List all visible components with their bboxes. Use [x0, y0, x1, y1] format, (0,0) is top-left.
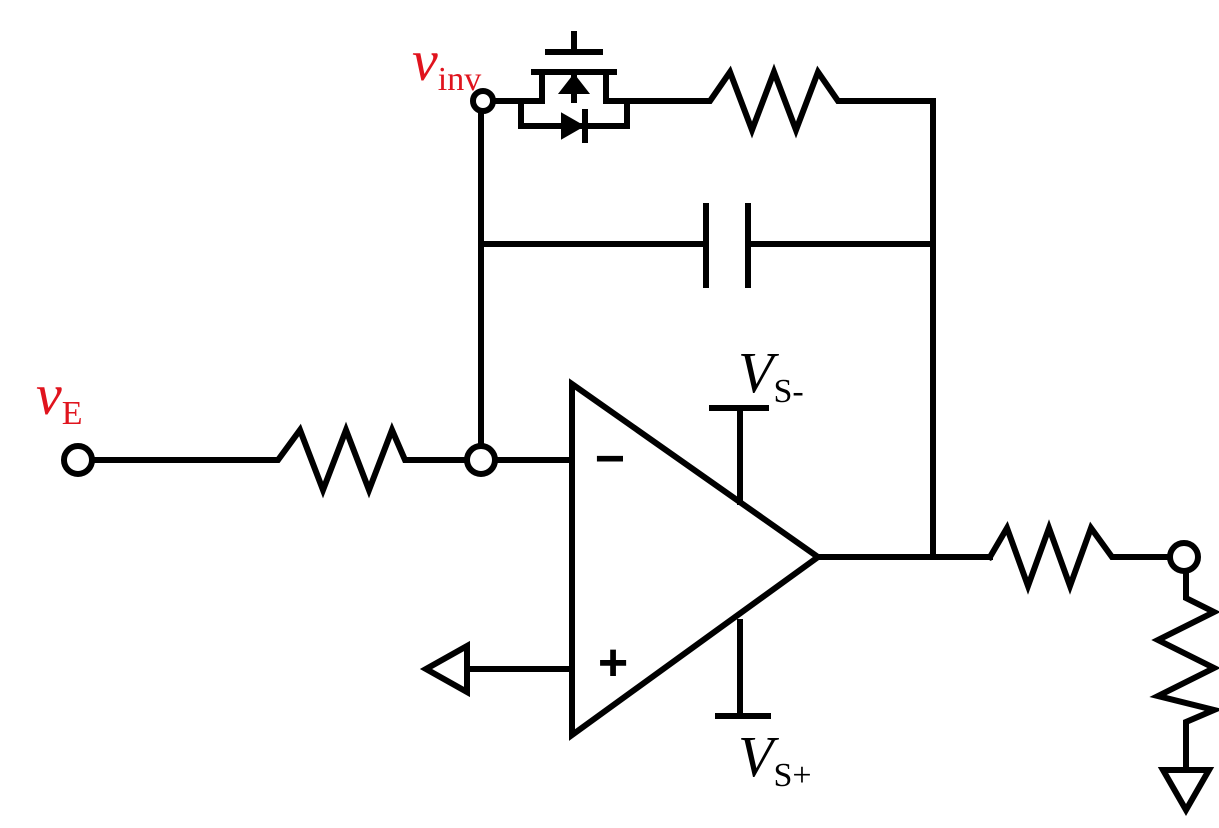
- negative-supply-pin: [709, 405, 769, 505]
- load-resistor: [1149, 568, 1219, 773]
- noninverting-ground: [419, 640, 575, 698]
- label-v-e: vE: [36, 362, 83, 432]
- mosfet-switch: [490, 31, 630, 143]
- inverting-input-sign: −: [595, 430, 625, 488]
- output-resistor: [985, 519, 1173, 595]
- feedback-resistor: [624, 63, 936, 139]
- output-terminal: [1167, 540, 1201, 574]
- label-vs-plus: VS+: [738, 724, 812, 794]
- feedback-capacitor: [478, 203, 936, 288]
- label-v-inv: vinv: [412, 28, 481, 98]
- op-amp: [569, 378, 824, 741]
- input-terminal-ve: [61, 443, 95, 477]
- input-resistor: [90, 421, 471, 499]
- noninverting-input-sign: +: [598, 634, 628, 692]
- positive-supply-pin: [715, 619, 771, 719]
- label-vs-minus: VS-: [738, 340, 804, 410]
- inverting-node: [464, 443, 498, 477]
- load-ground: [1157, 767, 1215, 817]
